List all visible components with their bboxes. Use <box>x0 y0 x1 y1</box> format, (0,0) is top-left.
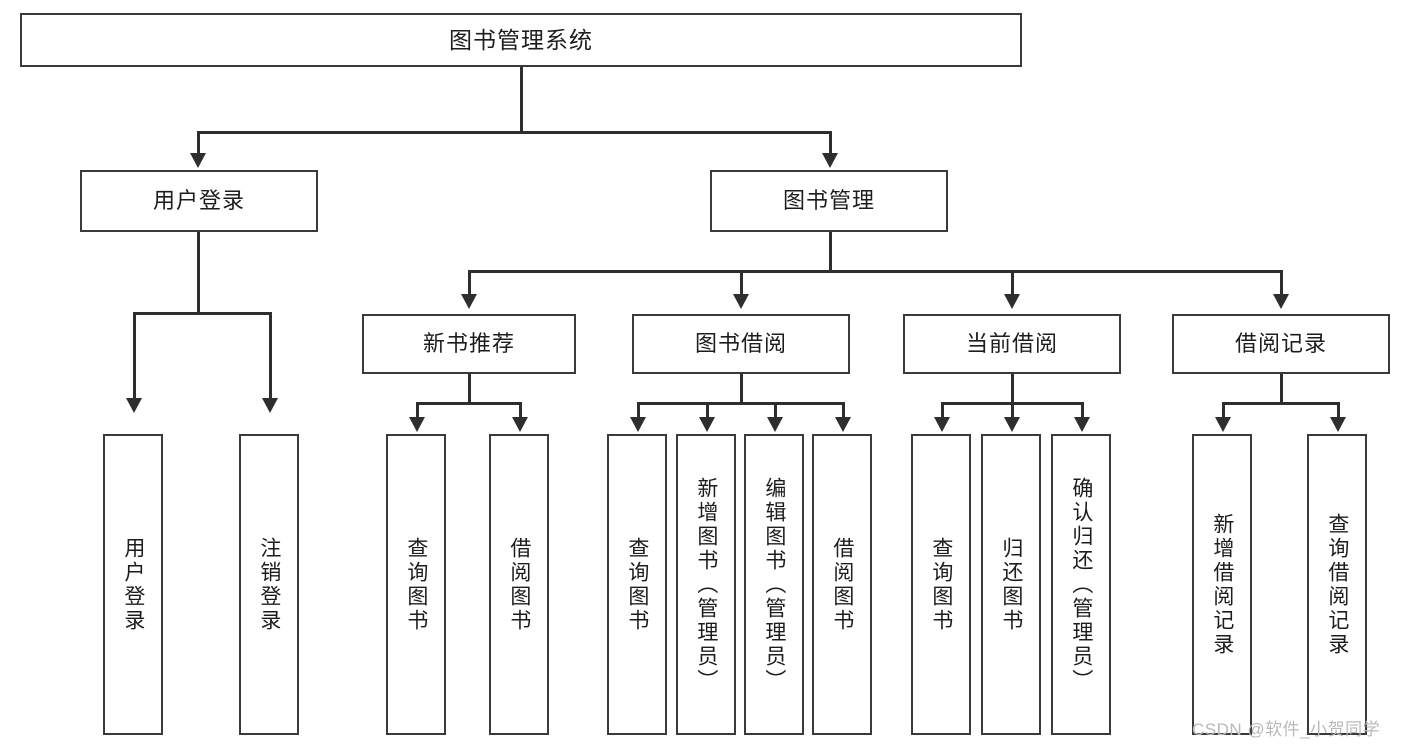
connector-bm-drop-2 <box>740 270 743 296</box>
connector-br-drop-1 <box>1222 402 1225 419</box>
arrow-br-leaf-2 <box>1330 417 1346 432</box>
leaf-label: 查询图书 <box>625 536 649 633</box>
leaf-label: 查询借阅记录 <box>1325 512 1349 657</box>
connector-nbr-bus <box>416 402 521 405</box>
connector-user-login-bus <box>133 312 270 315</box>
leaf-label: 编辑图书（管理员） <box>762 476 786 693</box>
connector-user-login-stem <box>197 232 200 313</box>
node-current-borrow[interactable]: 当前借阅 <box>903 314 1121 374</box>
arrow-cb-leaf-2 <box>1004 417 1020 432</box>
arrow-bm-to-current-borrow <box>1004 294 1020 309</box>
connector-cb-drop-2 <box>1011 402 1014 419</box>
connector-br-bus <box>1222 402 1339 405</box>
connector-bb-drop-1 <box>637 402 640 419</box>
arrow-user-login-leaf-1 <box>126 398 142 413</box>
arrow-bm-to-new-book-recommend <box>461 294 477 309</box>
leaf-borrow-book-recommend[interactable]: 借阅图书 <box>489 434 549 735</box>
leaf-label: 借阅图书 <box>830 536 854 633</box>
connector-bm-drop-4 <box>1280 270 1283 296</box>
connector-bb-stem <box>740 374 743 404</box>
leaf-label: 归还图书 <box>999 536 1023 633</box>
node-book-manage[interactable]: 图书管理 <box>710 170 948 232</box>
leaf-label: 确认归还（管理员） <box>1069 476 1093 693</box>
leaf-query-book-recommend[interactable]: 查询图书 <box>386 434 446 735</box>
connector-root-to-user-login <box>197 131 200 155</box>
node-book-borrow[interactable]: 图书借阅 <box>632 314 850 374</box>
arrow-br-leaf-1 <box>1215 417 1231 432</box>
leaf-label: 新增图书（管理员） <box>694 476 718 693</box>
arrow-bm-to-borrow-record <box>1273 294 1289 309</box>
leaf-user-login[interactable]: 用户登录 <box>103 434 163 735</box>
leaf-label: 注销登录 <box>257 536 281 633</box>
connector-bb-drop-4 <box>842 402 845 419</box>
leaf-return-book[interactable]: 归还图书 <box>981 434 1041 735</box>
leaf-add-book[interactable]: 新增图书（管理员） <box>676 434 736 735</box>
leaf-borrow-book[interactable]: 借阅图书 <box>812 434 872 735</box>
connector-bb-drop-3 <box>774 402 777 419</box>
connector-root-to-book-manage <box>829 131 832 155</box>
arrow-bb-leaf-3 <box>767 417 783 432</box>
connector-bb-drop-2 <box>706 402 709 419</box>
connector-nbr-drop-2 <box>519 402 522 419</box>
leaf-label: 用户登录 <box>121 536 145 633</box>
connector-br-drop-2 <box>1337 402 1340 419</box>
connector-book-manage-bus <box>468 270 1282 273</box>
connector-bb-bus <box>637 402 843 405</box>
leaf-label: 查询图书 <box>404 536 428 633</box>
connector-root-bus <box>197 131 831 134</box>
leaf-label: 借阅图书 <box>507 536 531 633</box>
connector-user-login-drop-2 <box>269 312 272 400</box>
leaf-logout[interactable]: 注销登录 <box>239 434 299 735</box>
connector-bm-drop-1 <box>468 270 471 296</box>
leaf-query-book-current[interactable]: 查询图书 <box>911 434 971 735</box>
node-root-system[interactable]: 图书管理系统 <box>20 13 1022 67</box>
arrow-nbr-leaf-2 <box>512 417 528 432</box>
connector-br-stem <box>1280 374 1283 404</box>
leaf-query-borrow-record[interactable]: 查询借阅记录 <box>1307 434 1367 735</box>
leaf-add-borrow-record[interactable]: 新增借阅记录 <box>1192 434 1252 735</box>
connector-nbr-stem <box>468 374 471 404</box>
arrow-bm-to-book-borrow <box>733 294 749 309</box>
leaf-edit-book[interactable]: 编辑图书（管理员） <box>744 434 804 735</box>
leaf-query-book-borrow[interactable]: 查询图书 <box>607 434 667 735</box>
node-user-login[interactable]: 用户登录 <box>80 170 318 232</box>
arrow-bb-leaf-1 <box>630 417 646 432</box>
arrow-root-to-book-manage <box>822 153 838 168</box>
connector-nbr-drop-1 <box>416 402 419 419</box>
connector-book-manage-stem <box>829 232 832 272</box>
arrow-bb-leaf-2 <box>699 417 715 432</box>
arrow-cb-leaf-3 <box>1074 417 1090 432</box>
connector-cb-stem <box>1011 374 1014 404</box>
arrow-bb-leaf-4 <box>835 417 851 432</box>
csdn-watermark: CSDN @软件_小贺同学 <box>1192 720 1381 739</box>
arrow-root-to-user-login <box>190 153 206 168</box>
arrow-nbr-leaf-1 <box>409 417 425 432</box>
leaf-label: 新增借阅记录 <box>1210 512 1234 657</box>
connector-root-stem <box>520 66 523 132</box>
connector-cb-drop-3 <box>1081 402 1084 419</box>
arrow-user-login-leaf-2 <box>262 398 278 413</box>
connector-bm-drop-3 <box>1011 270 1014 296</box>
leaf-confirm-return[interactable]: 确认归还（管理员） <box>1051 434 1111 735</box>
connector-cb-drop-1 <box>941 402 944 419</box>
arrow-cb-leaf-1 <box>934 417 950 432</box>
connector-user-login-drop-1 <box>133 312 136 400</box>
node-new-book-recommend[interactable]: 新书推荐 <box>362 314 576 374</box>
leaf-label: 查询图书 <box>929 536 953 633</box>
node-borrow-record[interactable]: 借阅记录 <box>1172 314 1390 374</box>
